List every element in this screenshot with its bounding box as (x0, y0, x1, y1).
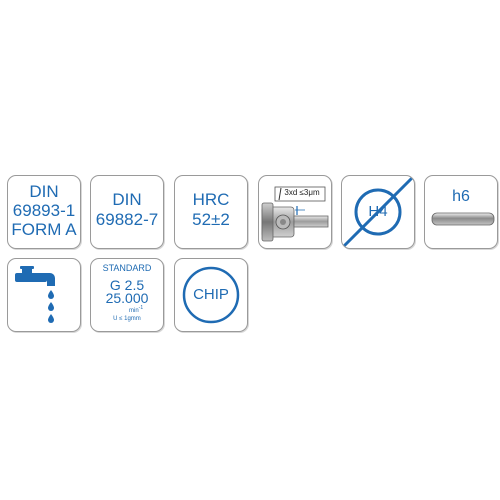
bore-tolerance-tile: H4 (341, 175, 415, 249)
coolant-tile (7, 258, 81, 332)
crossed-circle-icon (342, 176, 414, 248)
balancing-unit: min-1 (129, 305, 144, 314)
balancing-grade: G 2.5 (109, 277, 145, 293)
hrc-label: HRC (192, 190, 230, 209)
din-label: DIN (112, 190, 142, 209)
chip-label: CHIP (193, 286, 229, 303)
coolant-tap-icon (15, 266, 55, 323)
runout-label: 3xd ≤3μm (284, 188, 320, 197)
tool-holder-runout-icon (261, 186, 329, 242)
balancing-tile: STANDARD G 2.5 25.000 min-1 U ≤ 1gmm (90, 258, 164, 332)
hrc-value: 52±2 (192, 210, 230, 229)
balancing-standard: STANDARD (102, 263, 152, 273)
shank-tolerance-label: h6 (452, 188, 470, 205)
chip-tile: CHIP (174, 258, 248, 332)
cylindrical-shank-icon (431, 212, 495, 226)
din-69893-tile: DIN 69893-1 FORM A (7, 175, 81, 249)
hrc-tile: HRC 52±2 (174, 175, 248, 249)
din-label: DIN (29, 182, 59, 201)
balancing-speed: 25.000 (105, 290, 149, 306)
din-form: FORM A (11, 220, 77, 239)
shank-tolerance-tile: h6 (424, 175, 498, 249)
bore-tolerance-label: H4 (368, 203, 388, 220)
balancing-residual: U ≤ 1gmm (113, 316, 141, 322)
din-number: 69882-7 (95, 210, 159, 229)
runout-tile: 3xd ≤3μm (258, 175, 332, 249)
din-number: 69893-1 (12, 201, 76, 220)
chip-circle-icon (182, 266, 240, 324)
din-69882-tile: DIN 69882-7 (90, 175, 164, 249)
